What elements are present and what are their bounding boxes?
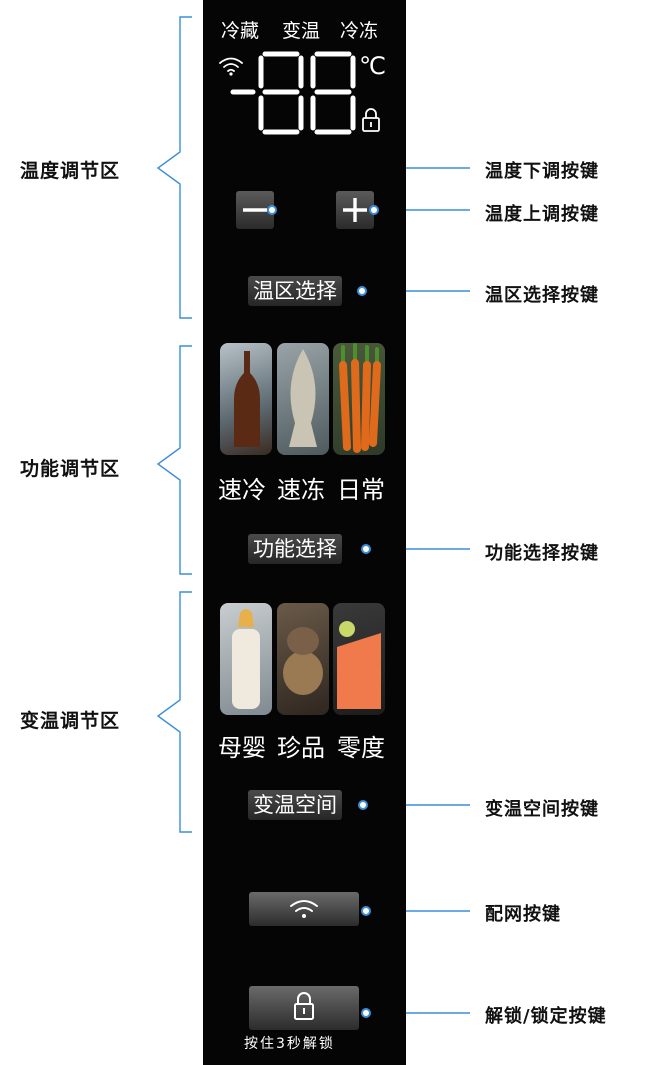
- callout-dot: [357, 286, 367, 296]
- abalone-image: [283, 627, 323, 695]
- temperature-digits: [230, 51, 356, 135]
- bracket-variable: [156, 591, 192, 833]
- callout-dot: [358, 800, 368, 810]
- callout-network: 配网按键: [485, 904, 561, 925]
- function-select-button[interactable]: 功能选择: [248, 534, 342, 564]
- callout-dot: [361, 544, 371, 554]
- tile-daily[interactable]: [333, 343, 385, 455]
- mode-label-quick-cool: 速冷: [218, 476, 266, 504]
- zone-label-variable: 变温调节区: [20, 710, 121, 732]
- salmon-image: [337, 621, 381, 709]
- callout-dot: [361, 906, 371, 916]
- bracket-temperature: [156, 16, 192, 319]
- plus-icon: [343, 198, 367, 222]
- callout-temp-down: 温度下调按键: [485, 161, 599, 182]
- tile-baby[interactable]: [220, 603, 272, 715]
- zone-label-temperature: 温度调节区: [20, 160, 121, 182]
- wifi-icon: [219, 57, 243, 76]
- callout-zone-select: 温区选择按键: [485, 285, 599, 306]
- mode-label-daily: 日常: [337, 476, 385, 504]
- control-panel: [203, 0, 406, 1065]
- mode-label-quick-freeze: 速冻: [277, 476, 325, 504]
- zone-indicator-fridge: 冷藏: [221, 20, 260, 42]
- fish-image: [289, 349, 317, 447]
- bracket-function: [156, 345, 192, 575]
- mode-label-zero-degree: 零度: [337, 734, 385, 762]
- callout-dot: [369, 205, 379, 215]
- lock-icon: [362, 108, 380, 132]
- callout-temp-up: 温度上调按键: [485, 204, 599, 225]
- callout-lock: 解锁/锁定按键: [485, 1006, 607, 1027]
- zone-label-function: 功能调节区: [20, 458, 121, 480]
- tile-quick-cool[interactable]: [220, 343, 272, 455]
- unlock-caption: 按住3秒解锁: [244, 1036, 335, 1052]
- beer-bottle-image: [234, 351, 260, 447]
- temperature-unit: ℃: [359, 52, 386, 80]
- mode-label-baby: 母婴: [218, 734, 266, 762]
- callout-dot: [267, 205, 277, 215]
- lock-button[interactable]: [249, 986, 359, 1030]
- zone-select-button[interactable]: 温区选择: [248, 276, 342, 306]
- network-button[interactable]: [249, 892, 359, 926]
- mode-label-delicacy: 珍品: [277, 734, 325, 762]
- callout-variable-space: 变温空间按键: [485, 799, 599, 820]
- minus-icon: [243, 208, 267, 212]
- callout-dot: [361, 1008, 371, 1018]
- zone-indicator-variable: 变温: [282, 20, 321, 42]
- temp-up-button[interactable]: [336, 191, 374, 229]
- tile-zero-degree[interactable]: [333, 603, 385, 715]
- callout-function-select: 功能选择按键: [485, 543, 599, 564]
- lock-icon: [294, 992, 314, 1020]
- tile-delicacy[interactable]: [277, 603, 329, 715]
- zone-indicator-freezer: 冷冻: [340, 20, 379, 42]
- tile-quick-freeze[interactable]: [277, 343, 329, 455]
- wifi-icon: [290, 900, 318, 918]
- variable-space-button[interactable]: 变温空间: [248, 790, 342, 820]
- carrot-image: [339, 343, 381, 453]
- baby-bottle-image: [232, 609, 260, 709]
